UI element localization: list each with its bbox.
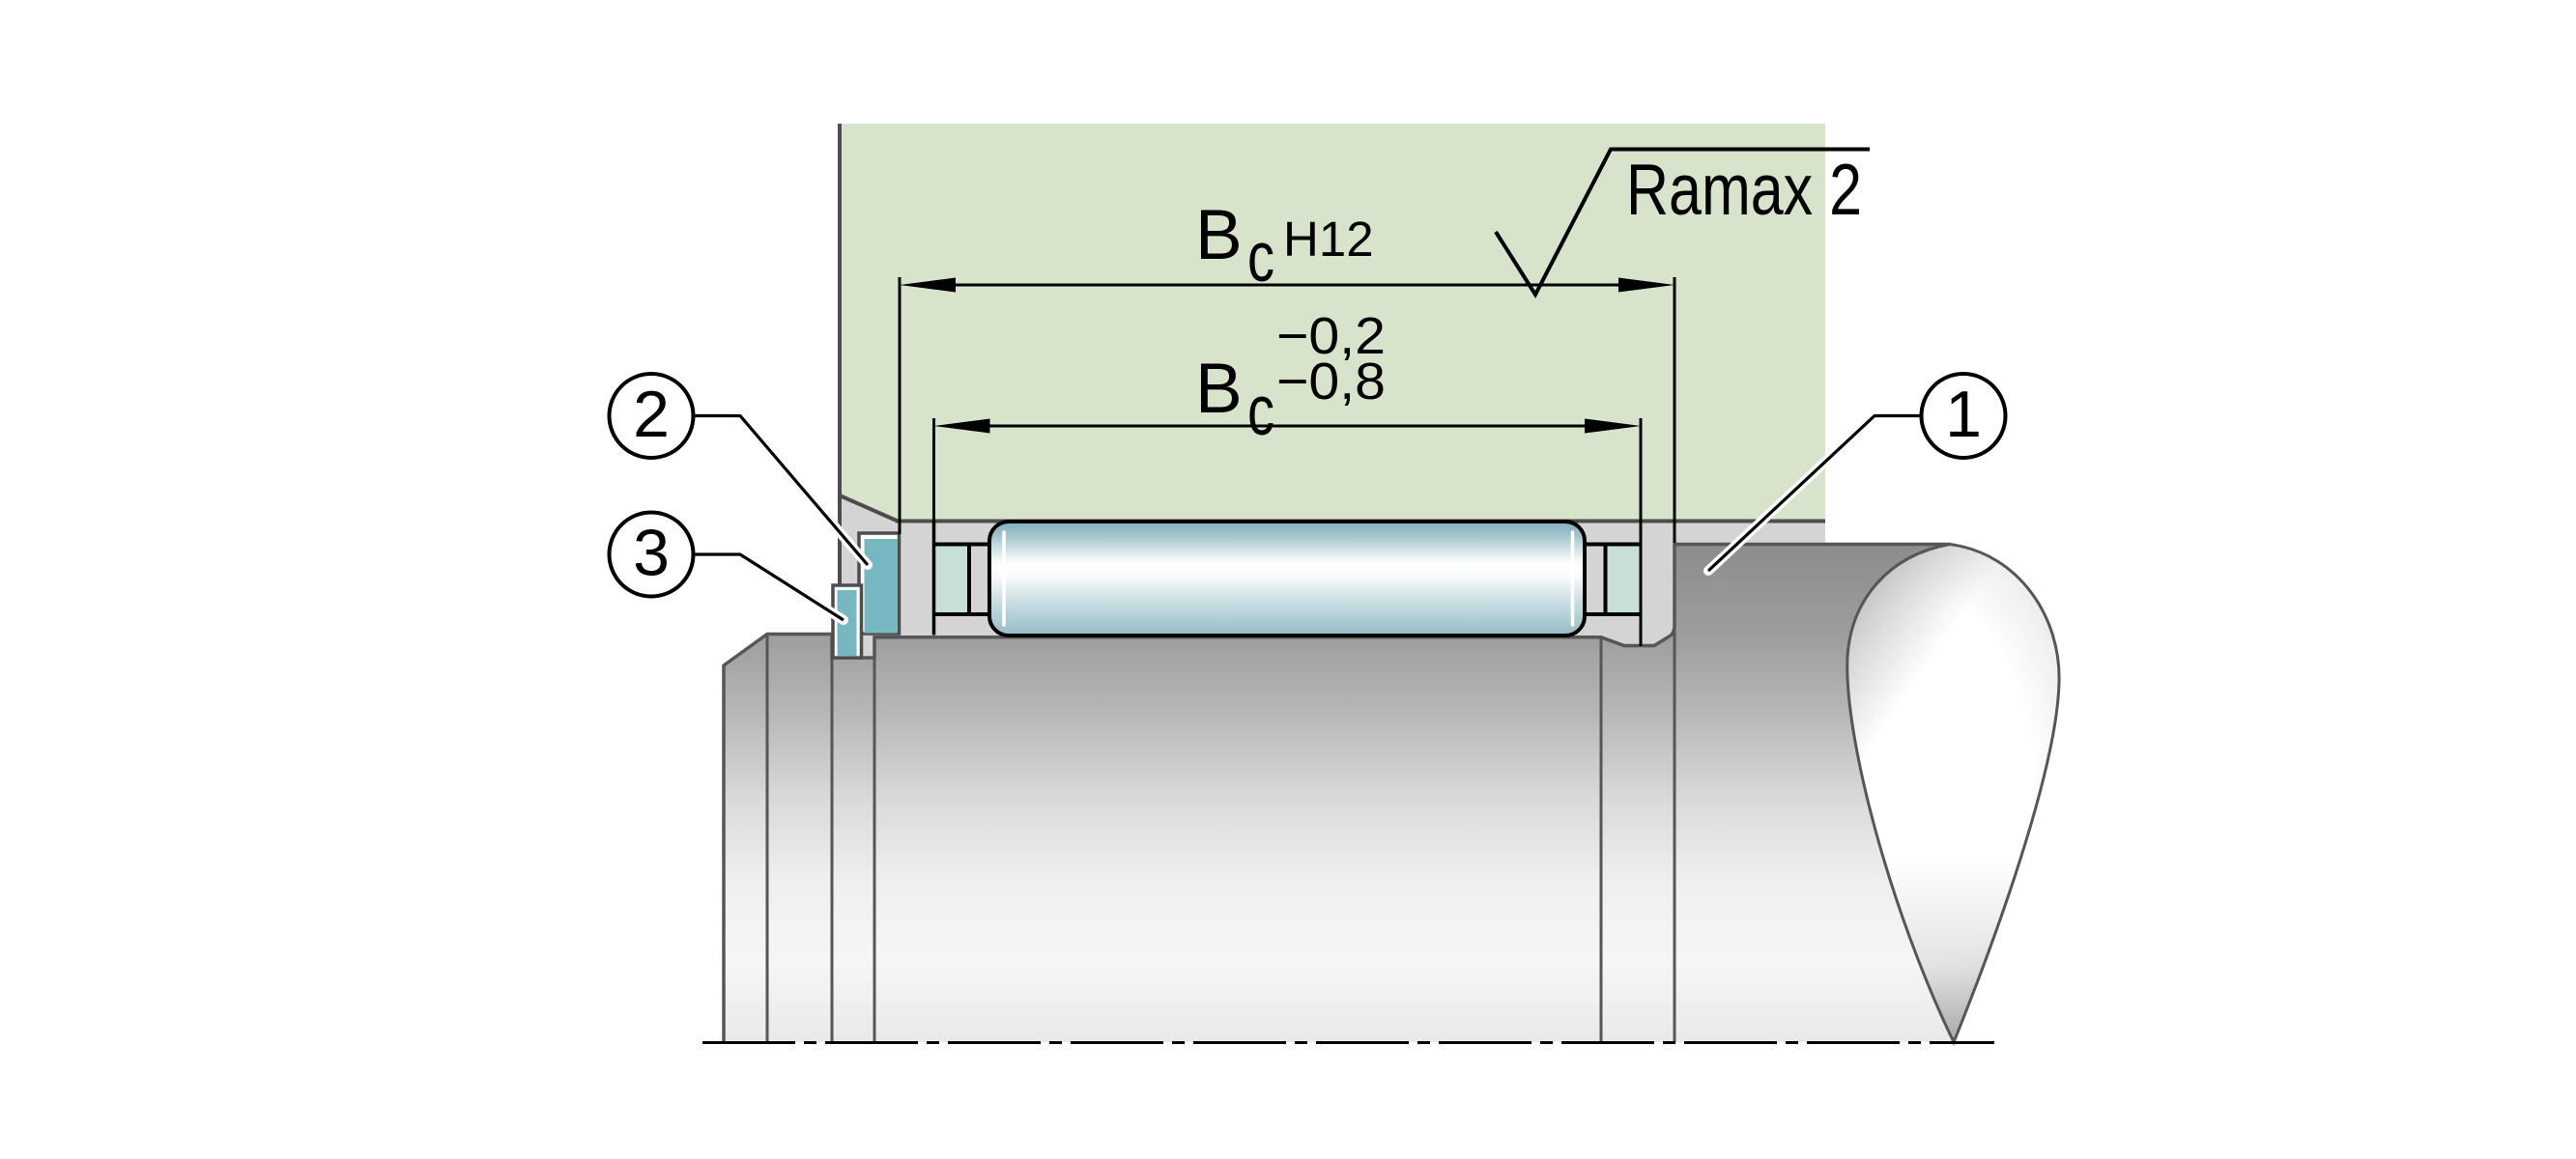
svg-text:H12: H12 bbox=[1283, 212, 1374, 267]
svg-text:c: c bbox=[1247, 372, 1274, 450]
svg-text:3: 3 bbox=[633, 517, 670, 590]
svg-text:−0,2: −0,2 bbox=[1276, 307, 1386, 365]
svg-text:Ramax 2: Ramax 2 bbox=[1626, 149, 1862, 230]
svg-text:B: B bbox=[1195, 196, 1243, 274]
svg-text:−0,8: −0,8 bbox=[1276, 353, 1386, 410]
svg-text:B: B bbox=[1195, 350, 1243, 428]
svg-text:c: c bbox=[1247, 218, 1274, 297]
svg-text:2: 2 bbox=[633, 378, 670, 451]
svg-text:1: 1 bbox=[1945, 378, 1982, 451]
